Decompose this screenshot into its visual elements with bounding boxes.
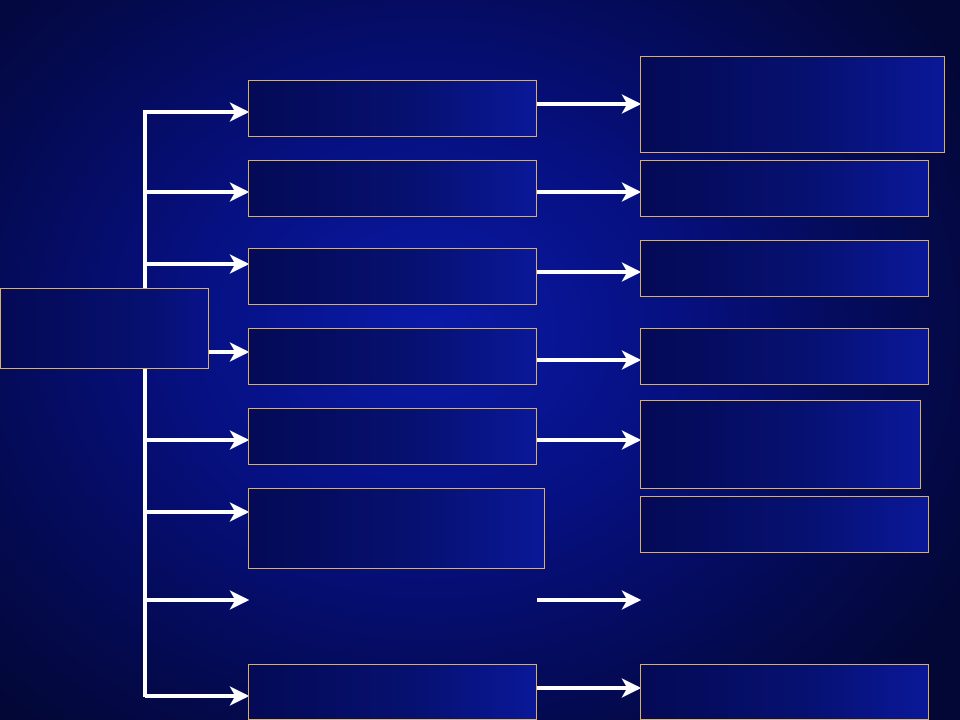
root-box [0,288,209,369]
middle-box-4 [248,328,537,385]
branch-arrows [145,102,250,706]
right-box-5 [640,400,921,489]
middle-box-6 [248,488,545,569]
right-box-3 [640,240,929,297]
middle-box-5 [248,408,537,465]
middle-box-3 [248,248,537,305]
right-box-4 [640,328,929,385]
right-box-2 [640,160,929,217]
right-box-1 [640,56,945,153]
middle-box-7 [248,664,537,720]
right-box-7 [640,664,929,720]
right-box-6 [640,496,929,553]
middle-box-2 [248,160,537,217]
link-arrows [537,94,642,698]
middle-box-1 [248,80,537,137]
